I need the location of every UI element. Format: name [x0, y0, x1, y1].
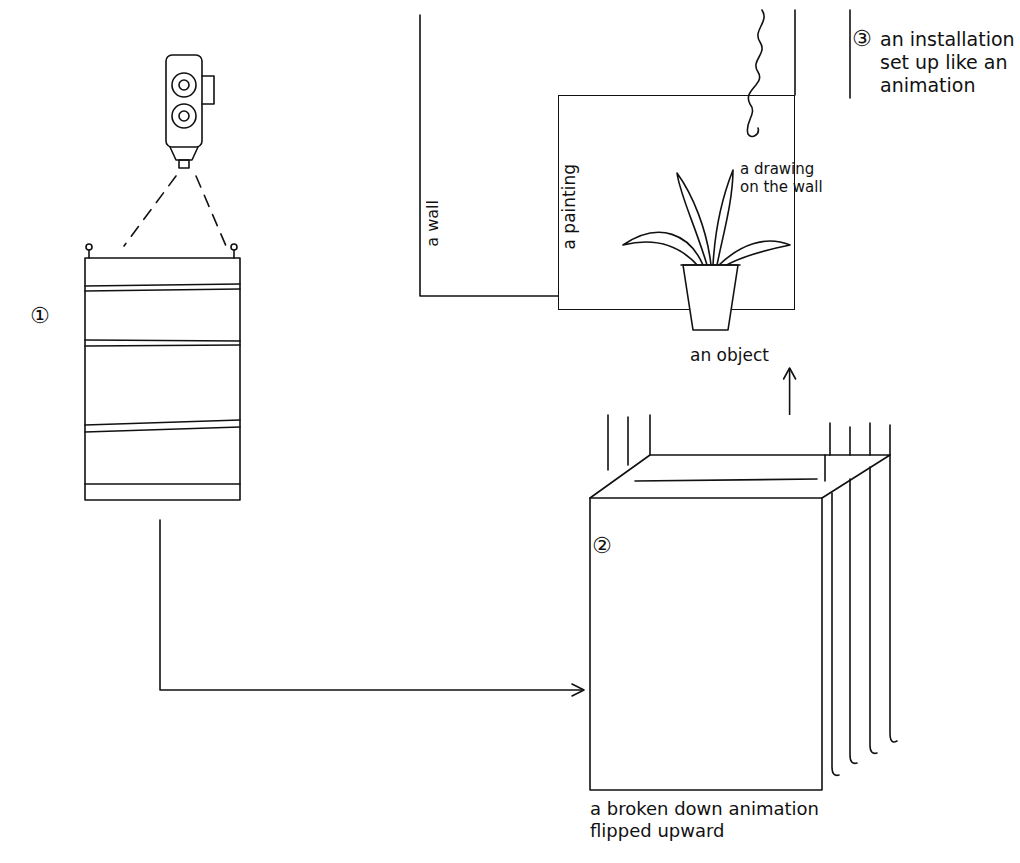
installation-note: an installation set up like an animation — [880, 28, 1015, 96]
wall-outline — [794, 10, 796, 95]
node-text: a painting — [559, 164, 579, 249]
projection-line — [196, 176, 226, 246]
projection-line — [124, 176, 176, 246]
flow-arrow — [160, 520, 582, 690]
connector-arrow — [784, 368, 796, 415]
callout-number: ② — [592, 533, 612, 559]
arrow-head — [572, 684, 584, 696]
connector-line — [789, 368, 791, 415]
node-text: a broken down animation flipped upward — [590, 798, 852, 841]
arrow-head — [784, 368, 796, 379]
animation-stack-node: a broken down animation flipped upward — [585, 415, 905, 855]
painting-frame: a painting — [558, 95, 795, 310]
wall-drawing — [747, 10, 764, 136]
wall-outline — [420, 15, 558, 296]
hanging-banner — [85, 244, 240, 500]
wall-outline — [849, 10, 851, 98]
film-camera — [166, 55, 214, 168]
wall-label: a wall — [423, 200, 442, 247]
callout-number: ① — [30, 303, 50, 329]
wall-drawing-label: a drawing on the wall — [740, 160, 830, 196]
flipped-animation-stack — [585, 415, 905, 795]
node-text: an object — [690, 345, 769, 365]
callout-number: ③ — [852, 26, 872, 52]
